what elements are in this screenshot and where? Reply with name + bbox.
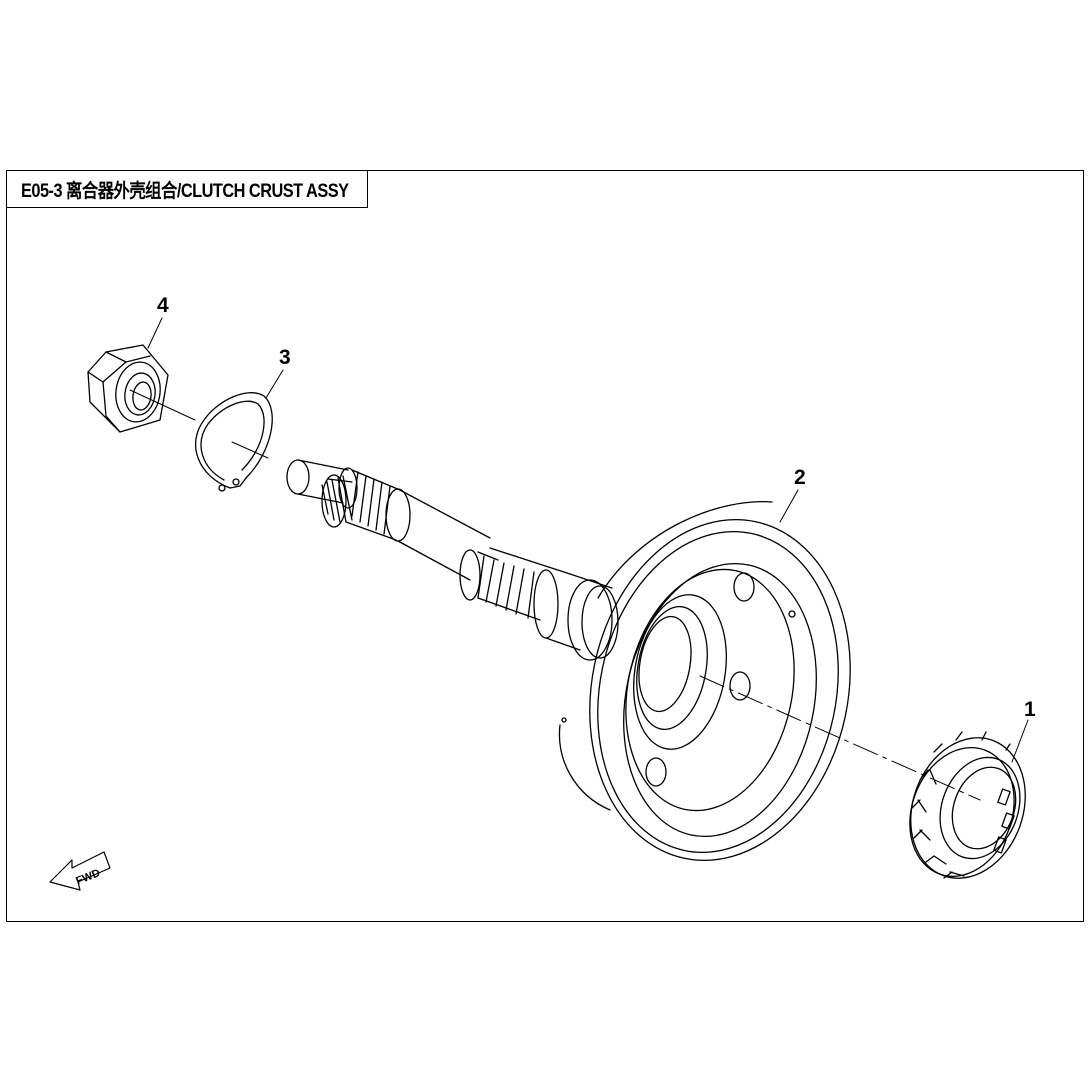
clutch-housing-part-2 (558, 501, 851, 861)
callout-1: 1 (1024, 698, 1036, 721)
diagram-title: E05-3 离合器外壳组合/CLUTCH CRUST ASSY (21, 180, 349, 202)
diagram-frame (6, 170, 1084, 922)
hex-nut-part-4 (87, 344, 169, 433)
center-lines (129, 389, 981, 801)
title-box: E05-3 离合器外壳组合/CLUTCH CRUST ASSY (6, 170, 368, 208)
fwd-arrow-icon (49, 851, 111, 891)
callout-3: 3 (279, 346, 291, 369)
callout-leaders (147, 317, 1029, 763)
output-shaft (286, 459, 619, 661)
callout-4: 4 (157, 294, 169, 317)
callout-2: 2 (794, 466, 806, 489)
one-way-clutch-part-1 (909, 731, 1026, 879)
fwd-label: FWD (74, 867, 102, 888)
circlip-part-3 (194, 392, 273, 492)
